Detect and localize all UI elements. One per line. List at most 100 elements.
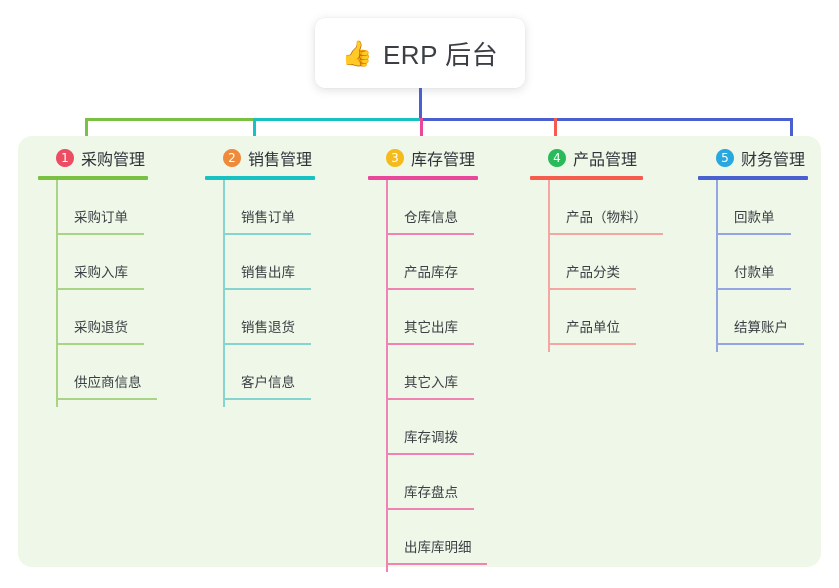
branch-column-1[interactable]: 1 采购管理采购订单采购入库采购退货供应商信息 (38, 146, 157, 407)
leaf-label: 采购订单 (74, 210, 128, 225)
leaf-item[interactable]: 销售订单 (223, 180, 315, 235)
root-node[interactable]: 👍 ERP 后台 (315, 18, 525, 88)
leaf-rule (548, 343, 636, 345)
leaf-label: 销售订单 (241, 210, 295, 225)
branch-header-rule-2 (205, 176, 315, 180)
branch-spine-2 (223, 180, 225, 407)
branch-title-2: 销售管理 (248, 152, 313, 169)
branch-column-4[interactable]: 4 产品管理产品（物料） 产品分类产品单位 (530, 146, 663, 352)
leaf-item[interactable]: 客户信息 (223, 345, 315, 400)
branch-spine-1 (56, 180, 58, 407)
branch-badge-5: 5 (716, 149, 734, 167)
branch-header-5[interactable]: 5 财务管理 (698, 146, 808, 170)
leaf-rule (548, 233, 663, 235)
leaf-label: 库存盘点 (404, 485, 458, 500)
leaf-rule (716, 233, 791, 235)
branch-column-5[interactable]: 5 财务管理回款单付款单结算账户 (698, 146, 808, 352)
branch-header-4[interactable]: 4 产品管理 (530, 146, 643, 170)
leaf-label: 客户信息 (241, 375, 295, 390)
branch-header-rule-4 (530, 176, 643, 180)
root-trunk-connector (419, 88, 422, 121)
leaf-item[interactable]: 库存调拨 (386, 400, 478, 455)
branch-badge-4: 4 (548, 149, 566, 167)
branch-body-2: 销售订单销售出库销售退货客户信息 (223, 180, 315, 407)
leaf-item[interactable]: 回款单 (716, 180, 808, 235)
connector-drop-4 (554, 118, 557, 150)
connector-drop-2 (253, 118, 256, 150)
leaf-item[interactable]: 其它入库 (386, 345, 478, 400)
branch-body-1: 采购订单采购入库采购退货供应商信息 (56, 180, 157, 407)
root-title: ERP 后台 (382, 39, 499, 70)
branch-title-4: 产品管理 (573, 152, 638, 169)
leaf-label: 采购退货 (74, 320, 128, 335)
branch-badge-1: 1 (56, 149, 74, 167)
leaf-label: 销售退货 (241, 320, 295, 335)
branch-spine-3 (386, 180, 388, 572)
branch-header-rule-3 (368, 176, 478, 180)
branch-column-3[interactable]: 3 库存管理仓库信息产品库存其它出库其它入库库存调拨库存盘点出库库明细 (368, 146, 487, 572)
leaf-label: 回款单 (734, 210, 775, 225)
leaf-label: 出库库明细 (404, 540, 472, 555)
connector-bar-segment-1 (85, 118, 260, 121)
leaf-label: 销售出库 (241, 265, 295, 280)
leaf-item[interactable]: 销售出库 (223, 235, 315, 290)
leaf-rule (548, 288, 636, 290)
leaf-item[interactable]: 出库库明细 (386, 510, 487, 565)
leaf-rule (386, 508, 474, 510)
leaf-rule (56, 288, 144, 290)
branch-header-rule-1 (38, 176, 148, 180)
branch-spine-4 (548, 180, 550, 352)
branch-title-5: 财务管理 (741, 152, 806, 169)
leaf-label: 产品（物料） (566, 210, 647, 225)
connector-bar-segment-3 (420, 118, 792, 121)
branch-title-1: 采购管理 (81, 152, 146, 169)
leaf-item[interactable]: 采购入库 (56, 235, 148, 290)
leaf-rule (386, 288, 474, 290)
leaf-item[interactable]: 销售退货 (223, 290, 315, 345)
leaf-label: 产品单位 (566, 320, 620, 335)
leaf-rule (223, 288, 311, 290)
leaf-item[interactable]: 采购退货 (56, 290, 148, 345)
connector-bar-segment-2 (255, 118, 425, 121)
branch-title-3: 库存管理 (411, 152, 476, 169)
leaf-label: 其它入库 (404, 375, 458, 390)
leaf-rule (716, 288, 791, 290)
leaf-label: 产品分类 (566, 265, 620, 280)
leaf-item[interactable]: 产品库存 (386, 235, 478, 290)
leaf-rule (386, 563, 487, 565)
leaf-rule (56, 343, 144, 345)
leaf-rule (716, 343, 804, 345)
leaf-label: 供应商信息 (74, 375, 142, 390)
leaf-item[interactable]: 付款单 (716, 235, 808, 290)
leaf-label: 产品库存 (404, 265, 458, 280)
leaf-rule (56, 398, 157, 400)
leaf-rule (386, 398, 474, 400)
branches-panel (18, 136, 821, 567)
leaf-item[interactable]: 产品分类 (548, 235, 643, 290)
leaf-item[interactable]: 库存盘点 (386, 455, 478, 510)
thumbs-up-icon: 👍 (341, 38, 373, 68)
connector-drop-1 (85, 118, 88, 150)
leaf-rule (223, 398, 311, 400)
leaf-item[interactable]: 其它出库 (386, 290, 478, 345)
leaf-item[interactable]: 结算账户 (716, 290, 808, 345)
leaf-item[interactable]: 产品（物料） (548, 180, 663, 235)
branch-header-3[interactable]: 3 库存管理 (368, 146, 478, 170)
branch-header-1[interactable]: 1 采购管理 (38, 146, 148, 170)
leaf-item[interactable]: 产品单位 (548, 290, 643, 345)
leaf-label: 其它出库 (404, 320, 458, 335)
connector-drop-3 (420, 118, 423, 150)
leaf-item[interactable]: 仓库信息 (386, 180, 478, 235)
leaf-label: 采购入库 (74, 265, 128, 280)
leaf-rule (386, 343, 474, 345)
leaf-item[interactable]: 供应商信息 (56, 345, 157, 400)
leaf-item[interactable]: 采购订单 (56, 180, 148, 235)
branch-header-rule-5 (698, 176, 808, 180)
leaf-rule (223, 343, 311, 345)
branch-body-3: 仓库信息产品库存其它出库其它入库库存调拨库存盘点出库库明细 (386, 180, 487, 572)
branch-badge-3: 3 (386, 149, 404, 167)
connector-drop-5 (790, 118, 793, 150)
